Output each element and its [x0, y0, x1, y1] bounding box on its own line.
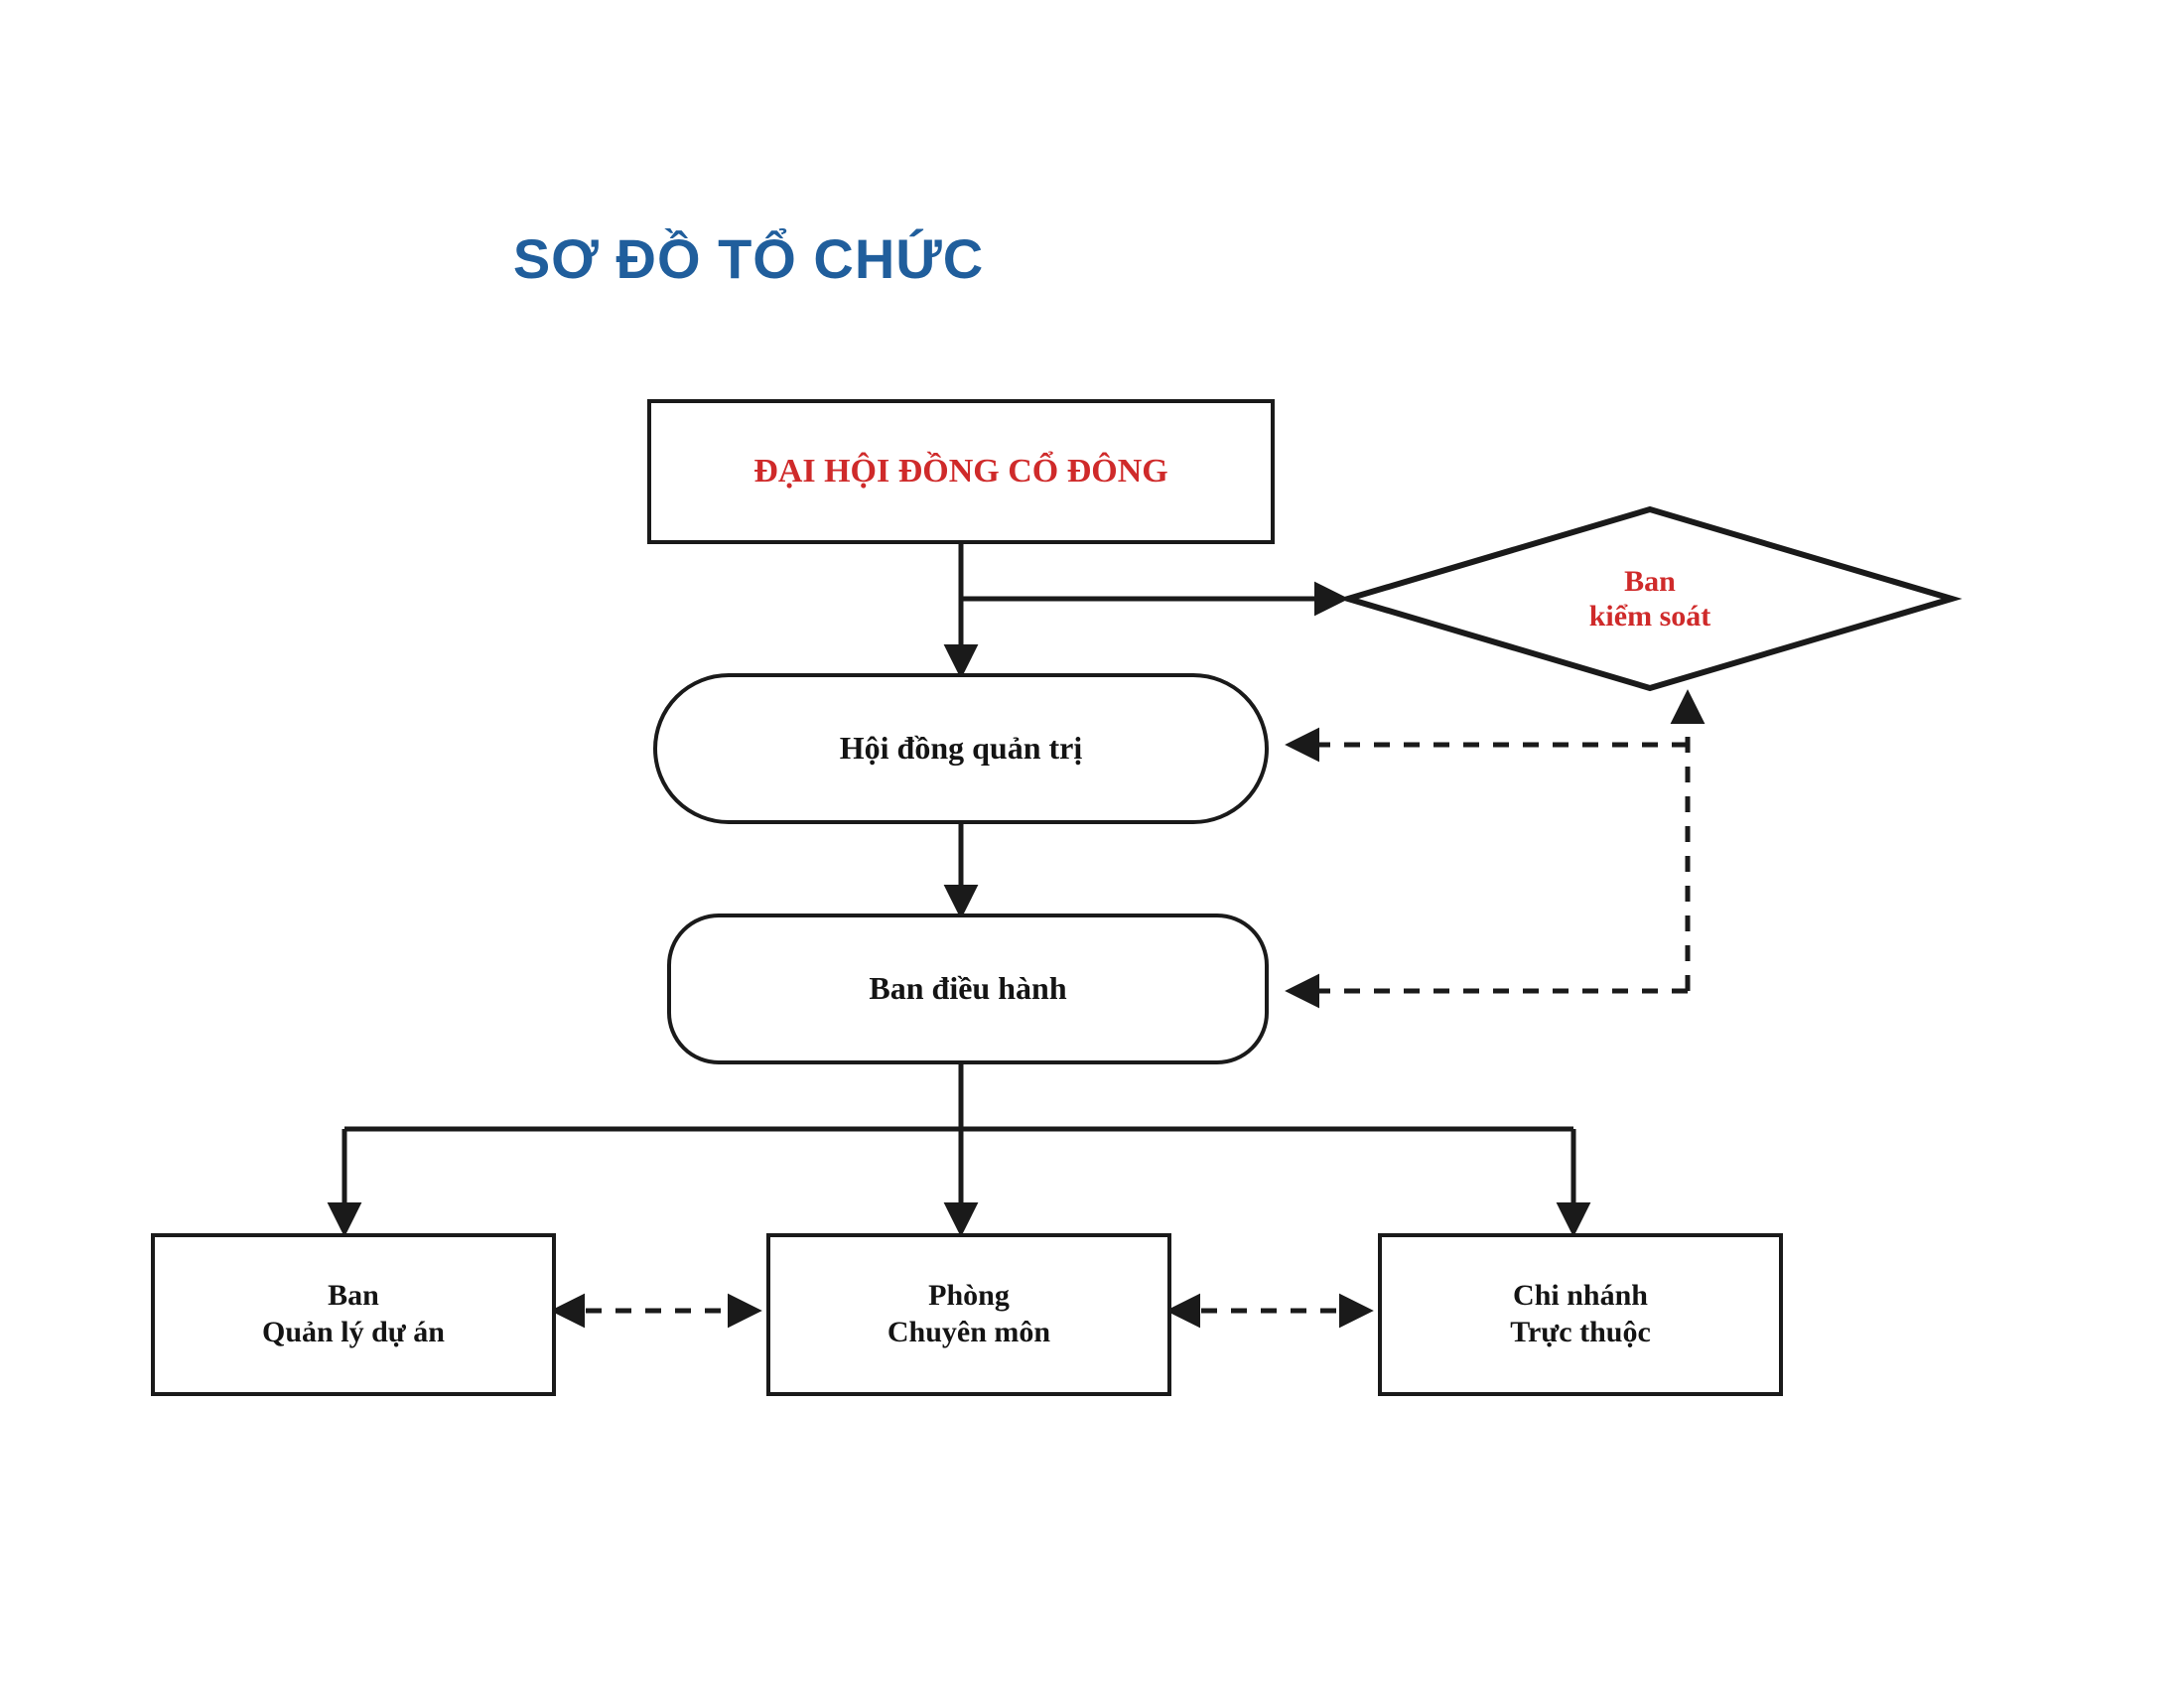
node-project-management-label-line1: Ban [328, 1279, 379, 1313]
node-branch-label-line2: Trực thuộc [1510, 1316, 1651, 1348]
node-project-management[interactable]: Ban Quản lý dự án [151, 1233, 556, 1396]
node-board-of-directors-label: Hội đồng quản trị [839, 730, 1083, 767]
node-executive-board[interactable]: Ban điều hành [667, 914, 1269, 1064]
page-title: SƠ ĐỒ TỔ CHỨC [512, 227, 985, 290]
node-board-of-directors[interactable]: Hội đồng quản trị [653, 673, 1269, 824]
node-shareholders-meeting-label: ĐẠI HỘI ĐỒNG CỔ ĐÔNG [753, 453, 1168, 491]
node-executive-board-label: Ban điều hành [869, 970, 1067, 1007]
node-specialized-department[interactable]: Phòng Chuyên môn [766, 1233, 1171, 1396]
node-branch[interactable]: Chi nhánh Trực thuộc [1378, 1233, 1783, 1396]
node-project-management-label-line2: Quản lý dự án [262, 1316, 445, 1348]
node-specialized-department-label-line1: Phòng [928, 1279, 1010, 1313]
node-branch-label-line1: Chi nhánh [1513, 1279, 1648, 1313]
node-shareholders-meeting[interactable]: ĐẠI HỘI ĐỒNG CỔ ĐÔNG [647, 399, 1275, 544]
diamond-shape [1337, 505, 1963, 692]
node-specialized-department-label-line2: Chuyên môn [887, 1316, 1051, 1348]
node-supervisory-board[interactable]: Ban kiểm soát [1337, 504, 1963, 693]
